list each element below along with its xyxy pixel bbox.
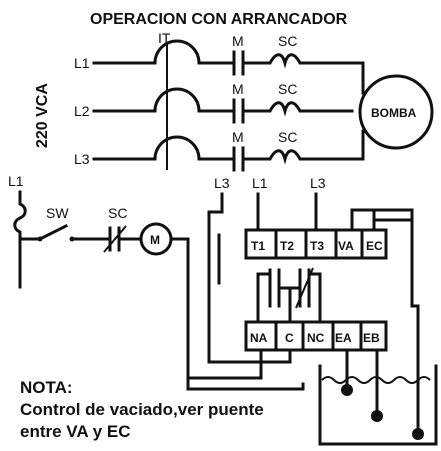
electrode-eb-tip bbox=[371, 410, 383, 422]
sc-label-l2: SC bbox=[278, 81, 297, 97]
wire-l3-to-c bbox=[207, 192, 292, 364]
electrode-c-tip bbox=[412, 428, 424, 440]
note-line-1: Control de vaciado,ver puente bbox=[20, 400, 264, 419]
bottom-terminal-block bbox=[244, 320, 388, 352]
sc-contact-label: SC bbox=[108, 205, 127, 221]
relay-contacts bbox=[256, 267, 322, 324]
terminal-t2: T2 bbox=[280, 239, 294, 253]
terminal-ec: EC bbox=[366, 239, 383, 253]
terminal-ea: EA bbox=[335, 331, 352, 345]
sc-label-l1: SC bbox=[278, 33, 297, 49]
note-heading: NOTA: bbox=[20, 378, 73, 397]
jumper-va-ec bbox=[350, 208, 414, 262]
electrode-ea-tip bbox=[341, 384, 353, 396]
terminal-eb: EB bbox=[363, 331, 380, 345]
power-line-l1 bbox=[92, 39, 365, 95]
terminal-c: C bbox=[285, 331, 294, 345]
sc-contact bbox=[103, 225, 143, 253]
power-line-l2 bbox=[92, 87, 354, 124]
wire-ec bbox=[372, 208, 414, 222]
line-label-l2: L2 bbox=[74, 103, 90, 119]
motor-coil-label: M bbox=[150, 233, 160, 247]
sc-label-l3: SC bbox=[278, 129, 297, 145]
line-label-l1: L1 bbox=[74, 55, 90, 71]
sw-label: SW bbox=[46, 205, 69, 221]
diagram-title: OPERACION CON ARRANCADOR bbox=[90, 11, 348, 28]
terminal-na: NA bbox=[250, 331, 268, 345]
ctrl-fuse bbox=[13, 190, 27, 289]
ctrl-l1-left-label: L1 bbox=[8, 173, 24, 189]
top-terminal-block bbox=[244, 228, 388, 260]
line-label-l3: L3 bbox=[74, 151, 90, 167]
terminal-nc: NC bbox=[307, 331, 325, 345]
terminal-va: VA bbox=[338, 239, 354, 253]
coil-return-wire bbox=[169, 237, 305, 391]
m-label-l3: M bbox=[232, 129, 244, 145]
pump-label: BOMBA bbox=[371, 106, 417, 120]
switch-sw bbox=[37, 223, 109, 242]
pump-motor bbox=[358, 74, 434, 150]
ctrl-l3-label: L3 bbox=[214, 175, 230, 191]
terminal-t3: T3 bbox=[310, 239, 324, 253]
ctrl-l3b-label: L3 bbox=[310, 175, 326, 191]
note-line-2: entre VA y EC bbox=[20, 422, 131, 441]
m-label-l2: M bbox=[232, 81, 244, 97]
tank bbox=[318, 364, 438, 446]
m-label-l1: M bbox=[232, 33, 244, 49]
power-line-l3 bbox=[92, 129, 365, 172]
terminal-t1: T1 bbox=[251, 239, 265, 253]
voltage-label: 220 VCA bbox=[34, 83, 51, 148]
ctrl-l1-label: L1 bbox=[252, 175, 268, 191]
